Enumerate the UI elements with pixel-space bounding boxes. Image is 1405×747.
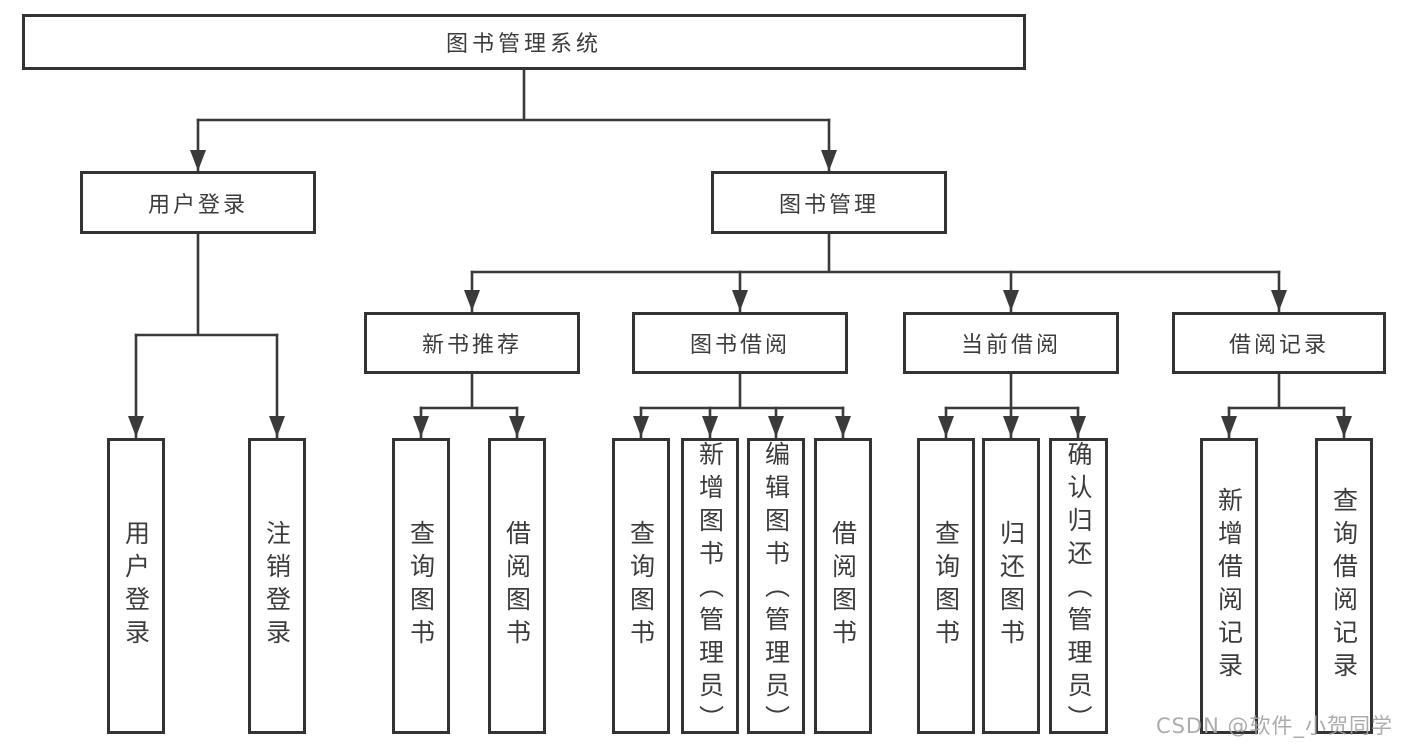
- node-label: 图书管理: [778, 192, 879, 218]
- node-label: 查询图书: [406, 520, 436, 652]
- leaf-add-book-admin: 新增图书（管理员）: [681, 438, 739, 738]
- node-label: 查询图书: [626, 520, 656, 652]
- node-label: 新增借阅记录: [1214, 487, 1244, 685]
- leaf-edit-book-admin: 编辑图书（管理员）: [747, 438, 805, 738]
- leaf-return-book: 归还图书: [982, 438, 1040, 734]
- node-new-book-recommend: 新书推荐: [364, 312, 580, 374]
- node-label: 借阅记录: [1228, 333, 1329, 358]
- node-borrow-records: 借阅记录: [1172, 312, 1386, 374]
- leaf-query-books-recommend: 查询图书: [392, 438, 450, 734]
- node-book-management: 图书管理: [711, 171, 947, 234]
- leaf-borrow-books: 借阅图书: [814, 438, 872, 734]
- node-root: 图书管理系统: [22, 14, 1026, 70]
- leaf-query-books-borrow: 查询图书: [612, 438, 670, 734]
- node-label: 查询图书: [931, 520, 961, 652]
- node-label: 当前借阅: [960, 333, 1061, 358]
- leaf-confirm-return-admin: 确认归还（管理员）: [1049, 438, 1108, 738]
- node-label: 归还图书: [996, 520, 1026, 652]
- node-label: 图书借阅: [689, 333, 790, 358]
- node-current-borrow: 当前借阅: [903, 312, 1119, 374]
- node-label: 查询借阅记录: [1329, 487, 1359, 685]
- node-label: 注销登录: [262, 520, 292, 652]
- node-label: 新书推荐: [421, 333, 522, 358]
- node-label: 图书管理系统: [445, 32, 602, 57]
- node-label: 用户登录: [147, 192, 248, 218]
- node-label: 编辑图书（管理员）: [761, 441, 791, 738]
- leaf-query-books-current: 查询图书: [917, 438, 975, 734]
- node-label: 确认归还（管理员）: [1064, 441, 1093, 738]
- leaf-borrow-books-recommend: 借阅图书: [488, 438, 546, 734]
- leaf-user-login: 用户登录: [107, 438, 165, 734]
- node-label: 借阅图书: [828, 520, 858, 652]
- node-book-borrow: 图书借阅: [632, 312, 848, 374]
- leaf-add-borrow-record: 新增借阅记录: [1200, 438, 1258, 734]
- csdn-watermark: CSDN @软件_小贺同学: [1155, 714, 1393, 738]
- node-label: 借阅图书: [502, 520, 532, 652]
- leaf-query-borrow-record: 查询借阅记录: [1315, 438, 1373, 734]
- node-user-login: 用户登录: [80, 171, 316, 234]
- node-label: 新增图书（管理员）: [695, 441, 725, 738]
- node-label: 用户登录: [121, 520, 151, 652]
- leaf-logout: 注销登录: [248, 438, 306, 734]
